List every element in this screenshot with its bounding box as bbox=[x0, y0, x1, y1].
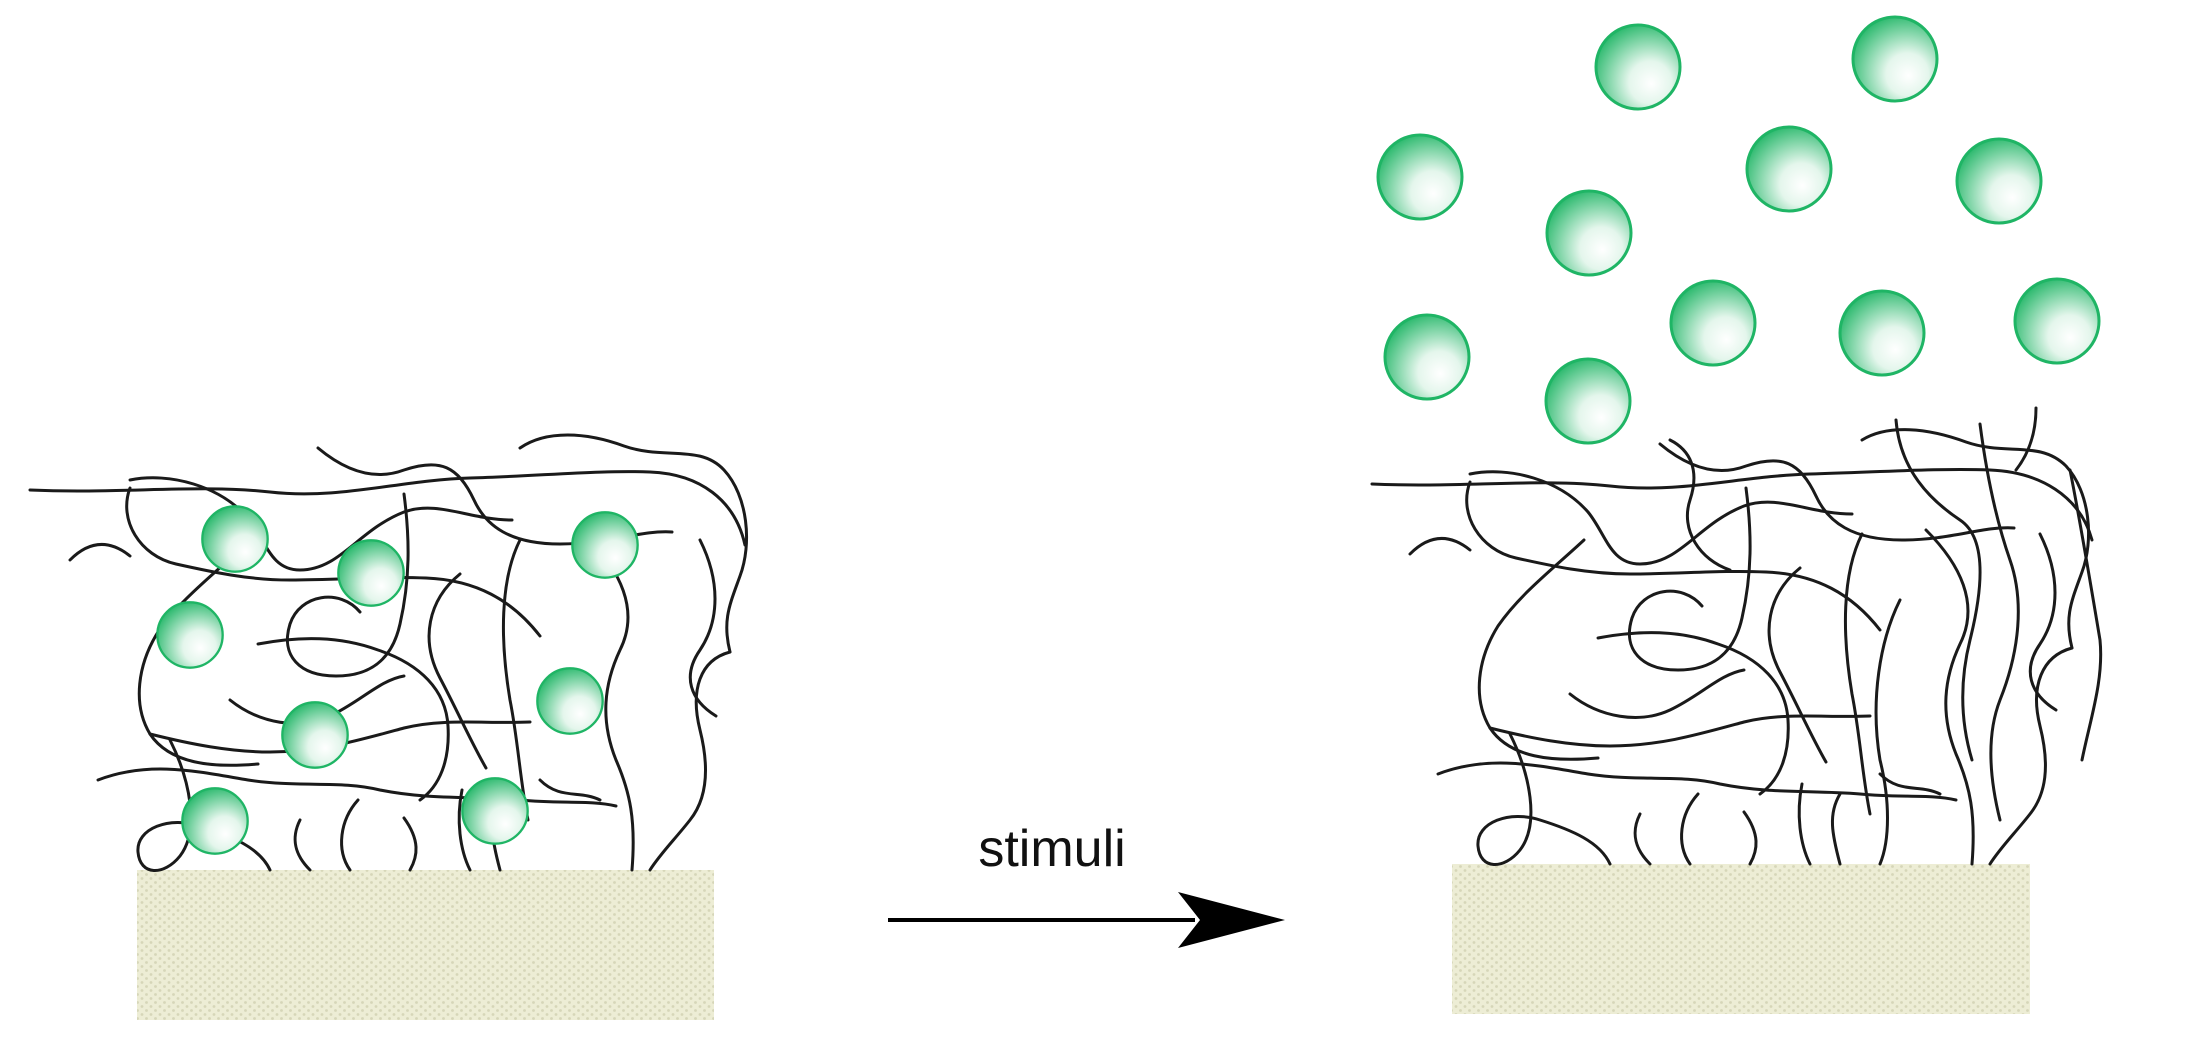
particle-released-10 bbox=[1383, 313, 1471, 401]
particle-embedded-5 bbox=[536, 667, 604, 735]
arrow-head bbox=[1178, 892, 1285, 948]
particle-released-7 bbox=[1669, 279, 1757, 367]
released-particles bbox=[1376, 15, 2101, 445]
particle-embedded-4 bbox=[156, 601, 224, 669]
substrate-right bbox=[1452, 864, 2030, 1014]
particle-embedded-3 bbox=[571, 511, 639, 579]
particle-released-9 bbox=[2013, 277, 2101, 365]
particle-embedded-2 bbox=[337, 539, 405, 607]
particle-released-11 bbox=[1544, 357, 1632, 445]
particle-embedded-6 bbox=[281, 701, 349, 769]
particle-released-4 bbox=[1745, 125, 1833, 213]
particle-embedded-1 bbox=[201, 505, 269, 573]
polymer-network-left bbox=[28, 433, 749, 872]
substrate-left bbox=[137, 870, 714, 1020]
particle-released-8 bbox=[1838, 289, 1926, 377]
particle-released-6 bbox=[1545, 189, 1633, 277]
particle-released-2 bbox=[1851, 15, 1939, 103]
stimuli-label: stimuli bbox=[978, 820, 1125, 878]
particle-released-3 bbox=[1376, 133, 1464, 221]
polymer-network-right bbox=[1370, 406, 2103, 866]
particle-embedded-7 bbox=[181, 787, 249, 855]
after-panel bbox=[1370, 15, 2103, 1014]
particle-released-5 bbox=[1955, 137, 2043, 225]
before-panel bbox=[28, 433, 749, 1020]
stimuli-arrow: stimuli bbox=[888, 820, 1285, 948]
particle-embedded-8 bbox=[461, 777, 529, 845]
particle-released-1 bbox=[1594, 23, 1682, 111]
